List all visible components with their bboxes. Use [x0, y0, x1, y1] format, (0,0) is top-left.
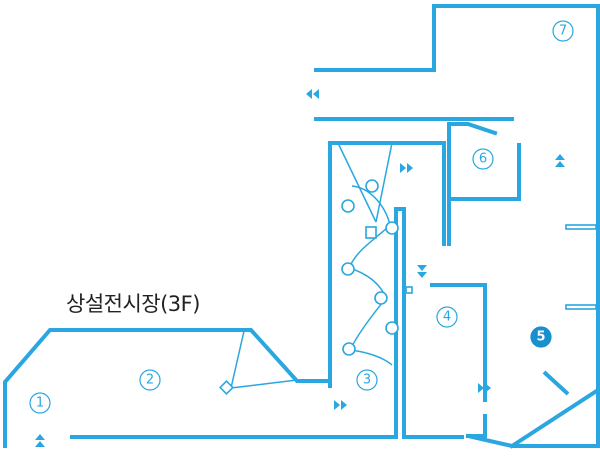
- direction-arrows: [35, 89, 565, 447]
- svg-text:3: 3: [363, 373, 371, 388]
- light-beam: [375, 142, 393, 223]
- svg-text:6: 6: [479, 152, 487, 167]
- svg-text:1: 1: [36, 396, 44, 411]
- arrow-right-icon: [478, 383, 491, 393]
- zone-markers: 1 2 3 4 5 6 7: [29, 20, 574, 414]
- arrow-up-icon: [35, 434, 45, 447]
- light-beam: [337, 142, 377, 223]
- walls: [2, 4, 600, 449]
- room-4-wall: [430, 283, 487, 438]
- room-2-exhibit-fixtures: [219, 330, 298, 395]
- room-6-wall: [447, 122, 521, 201]
- zone-4-marker[interactable]: 4: [436, 306, 458, 328]
- display-case: [365, 226, 377, 239]
- display-case: [365, 179, 379, 193]
- display-case: [342, 342, 356, 356]
- room-2-outer: [2, 328, 332, 448]
- partition-mark: [565, 224, 597, 230]
- arrow-right-icon: [400, 163, 413, 173]
- arrow-left-icon: [306, 89, 319, 99]
- zone-1-marker[interactable]: 1: [29, 392, 51, 414]
- zone-5-marker[interactable]: 5: [530, 326, 552, 348]
- light-beam: [230, 379, 298, 389]
- svg-text:5: 5: [536, 330, 545, 345]
- svg-text:7: 7: [559, 24, 567, 39]
- arrow-up-icon: [555, 154, 565, 167]
- partition-marks: [405, 224, 597, 396]
- main-left-outer-wall: [328, 141, 446, 388]
- outer-wall-right: [432, 4, 600, 448]
- arrow-right-icon: [334, 400, 347, 410]
- room-5-right-diagonal: [509, 387, 600, 449]
- room-3-exhibit-fixtures: [337, 142, 399, 366]
- light-beam: [230, 330, 245, 389]
- display-case: [385, 321, 399, 335]
- display-case: [385, 221, 399, 235]
- bottom-wall: [70, 207, 464, 439]
- display-case: [374, 291, 388, 305]
- display-case: [219, 380, 234, 395]
- arrow-down-icon: [417, 265, 427, 278]
- top-corridor-wall: [314, 4, 436, 72]
- partition-mark: [565, 304, 597, 310]
- zone-2-marker[interactable]: 2: [139, 369, 161, 391]
- zone-3-marker[interactable]: 3: [356, 369, 378, 391]
- zone-6-marker[interactable]: 6: [472, 148, 494, 170]
- partition-mark: [405, 286, 413, 294]
- svg-text:4: 4: [443, 310, 451, 325]
- partition-mark: [542, 370, 570, 396]
- display-case: [341, 262, 355, 276]
- zone-7-marker[interactable]: 7: [552, 20, 574, 42]
- venue-title: 상설전시장(3F): [66, 292, 200, 316]
- svg-text:2: 2: [146, 373, 154, 388]
- display-case: [341, 199, 355, 213]
- display-rail: [347, 185, 393, 366]
